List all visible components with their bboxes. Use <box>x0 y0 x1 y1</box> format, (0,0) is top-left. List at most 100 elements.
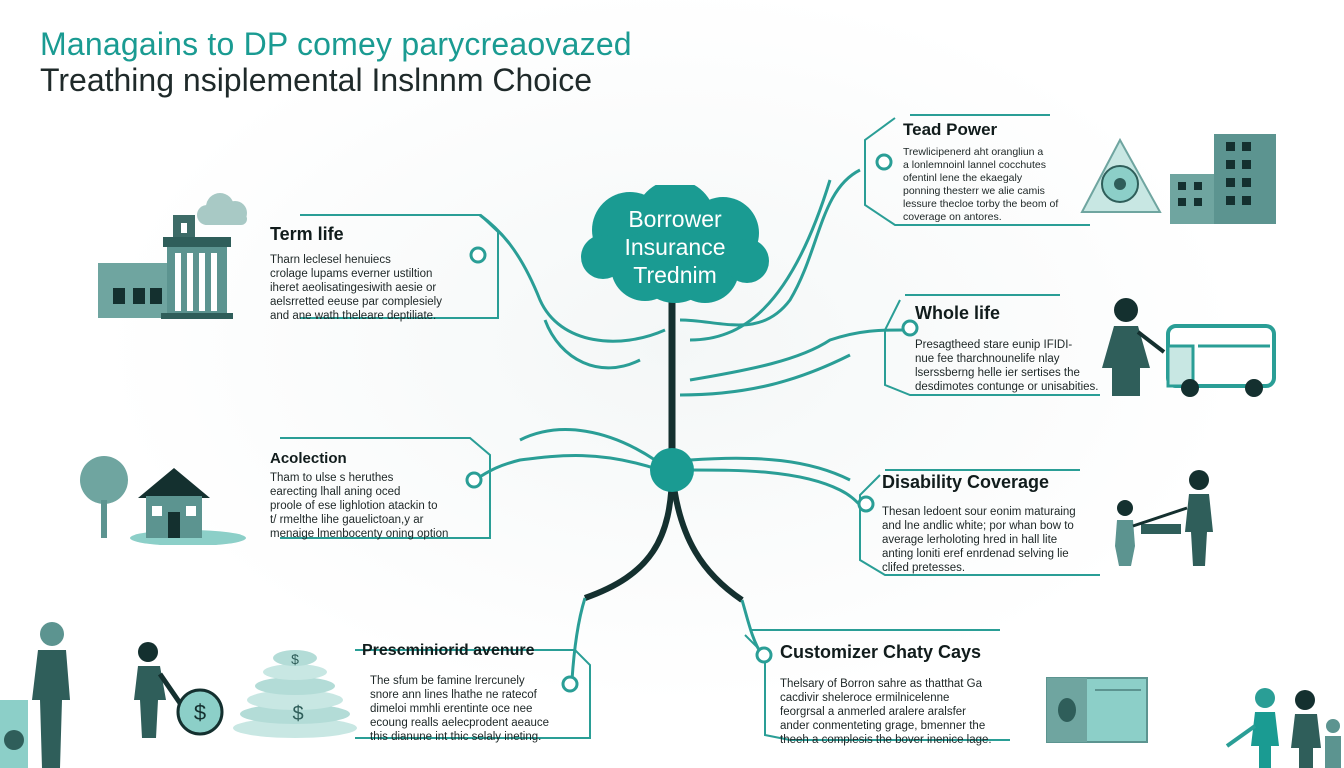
frame-tead-power-side <box>864 117 1090 226</box>
description-line: iheret aeolisatingesiwith aesie or <box>270 282 437 294</box>
description-line: proole of ese lighlotion atackin to <box>270 500 438 512</box>
node-description: The sfum be famine lrercunely snore ann … <box>362 674 577 744</box>
branch-disability <box>689 468 862 507</box>
description-line: and ane wath theleare deptiliate. <box>270 310 437 322</box>
person-standing-icon <box>0 622 70 768</box>
branch-term-life <box>479 213 666 343</box>
svg-text:$: $ <box>194 700 206 725</box>
description-line: clifed pretesses. <box>882 562 966 574</box>
page-subtitle: Treathing nsiplemental Inslnnm Choice <box>40 62 592 98</box>
branch-customizer <box>740 599 764 656</box>
description-line: aelsrretted eeuse par complesiely <box>270 296 442 308</box>
hub-label-line: Borrower <box>628 206 722 232</box>
branch-prescminiorid <box>570 597 587 681</box>
node-term-life: Term life Tharn leclesel henuiecs crolag… <box>270 224 470 323</box>
description-line: ponning thesterr we alie camis <box>903 185 1045 197</box>
description-line: and lne andlic white; por whan bow to <box>882 520 1074 532</box>
description-line: feorgrsal a anmerled aralere aralsfer <box>780 706 967 718</box>
frame-customizer-side <box>744 634 1010 741</box>
branch-term-life-2 <box>543 319 641 370</box>
description-line: ecoung realls aelecprodent aeauce <box>370 717 550 729</box>
node-title: Prescminiorid avenure <box>362 642 535 659</box>
hub-label: Borrower Insurance Trednim <box>575 205 775 289</box>
node-description: Tham to ulse s heruthes earecting lhall … <box>270 471 480 541</box>
delivery-truck-icon <box>1166 324 1276 397</box>
description-line: anting loniti eref enrdenad selving lie <box>882 548 1069 560</box>
description-line: dimeloi mmhli erentinte oce nee <box>370 703 533 715</box>
hub-cloud-icon <box>581 185 769 303</box>
description-line: a lonlemnoinl lannel cocchutes <box>903 159 1047 171</box>
node-title: Disability Coverage <box>882 472 1050 492</box>
node-title: Tead Power <box>903 120 998 139</box>
dot-disability <box>857 495 875 513</box>
description-line: ander conmenteting grage, bmenner the <box>780 720 986 732</box>
description-line: snore ann lines lhathe ne ratecof <box>370 689 537 701</box>
description-line: t/ rmelthe lihe gauelictoan,y ar <box>270 514 424 526</box>
folder-box-icon <box>1046 677 1148 743</box>
description-line: theeh a complesis the bover inenice lage… <box>780 734 992 746</box>
description-line: cacdivir sheleroce ermilnicelenne <box>780 692 950 704</box>
frame-term-life <box>300 214 499 319</box>
frame-disability-side <box>859 474 1100 576</box>
hub-label-line: Trednim <box>633 262 717 288</box>
description-line: desdimotes contunge or unisabities. <box>915 381 1099 393</box>
node-acolection: Acolection Tham to ulse s heruthes earec… <box>270 450 480 541</box>
description-line: Thesan ledoent sour eonim maturaing <box>882 506 1076 518</box>
node-whole-life: Whole life Presagtheed stare eunip IFIDI… <box>915 303 1105 394</box>
description-line: this dianune int thic selaly ineting. <box>370 731 542 743</box>
hub-label-line: Insurance <box>624 234 726 260</box>
dot-customizer <box>755 646 773 664</box>
description-line: Thelsary of Borron sahre as thatthat Ga <box>780 678 982 690</box>
svg-text:$: $ <box>291 651 299 667</box>
bank-building-icon <box>98 193 247 319</box>
frame-prescminiorid <box>355 649 591 739</box>
node-title: Term life <box>270 224 344 244</box>
description-line: ofentinl lene the ekaegaly <box>903 172 1023 184</box>
description-line: nue fee tharchnounelife nlay <box>915 353 1060 365</box>
node-disability: Disability Coverage Thesan ledoent sour … <box>882 472 1112 575</box>
frame-whole-life-side <box>884 299 1100 396</box>
node-title: Acolection <box>270 450 347 467</box>
frame-acolection <box>280 437 491 539</box>
node-tead-power: Tead Power Trewlicipenerd aht orangliun … <box>903 120 1088 224</box>
person-with-coin-icon: $ $ $ <box>134 642 357 738</box>
center-junction <box>650 448 694 492</box>
network-triangle-icon <box>1080 134 1276 224</box>
node-title: Customizer Chaty Cays <box>780 642 982 662</box>
branch-disability-2 <box>689 456 851 482</box>
description-line: lessure thecloe torby the beom of <box>903 198 1059 210</box>
node-description: Trewlicipenerd aht orangliun a a lonlemn… <box>903 146 1088 224</box>
family-group-icon <box>1225 688 1341 768</box>
root-right <box>669 469 744 603</box>
branch-whole-life-2 <box>679 353 851 397</box>
description-line: Presagtheed stare eunip IFIDI- <box>915 339 1073 351</box>
person-icon <box>1102 298 1276 397</box>
description-line: coverage on antores. <box>903 211 1002 223</box>
dot-acolection <box>465 471 483 489</box>
house-icon <box>80 456 246 545</box>
node-description: Thelsary of Borron sahre as thatthat Ga … <box>780 677 1015 747</box>
description-line: Tharn leclesel henuiecs <box>270 254 391 266</box>
description-line: Tham to ulse s heruthes <box>270 472 394 484</box>
root-left <box>583 469 675 601</box>
description-line: crolage lupams everner ustiltion <box>270 268 433 280</box>
dot-prescminiorid <box>561 675 579 693</box>
description-line: menaige lmenbocenty oning option <box>270 528 449 540</box>
coin-stack-icon: $ $ <box>233 650 357 738</box>
svg-text:$: $ <box>292 703 303 725</box>
node-prescminiorid: Prescminiorid avenure The sfum be famine… <box>362 642 577 744</box>
description-line: Trewlicipenerd aht orangliun a <box>903 146 1044 158</box>
dot-whole-life <box>901 319 919 337</box>
node-description: Presagtheed stare eunip IFIDI- nue fee t… <box>915 338 1105 394</box>
description-line: lserssberng helle ier sertises the <box>915 367 1080 379</box>
branch-tead-power <box>679 168 861 327</box>
adult-child-icon <box>1115 470 1213 566</box>
node-description: Thesan ledoent sour eonim maturaing and … <box>882 505 1112 575</box>
description-line: earecting lhall aning oced <box>270 486 401 498</box>
office-buildings-icon <box>1170 134 1276 224</box>
branch-acolection <box>474 454 661 482</box>
tree-icon <box>80 456 128 504</box>
branch-acolection-2 <box>519 428 656 462</box>
branch-tead-power-2 <box>689 179 832 342</box>
